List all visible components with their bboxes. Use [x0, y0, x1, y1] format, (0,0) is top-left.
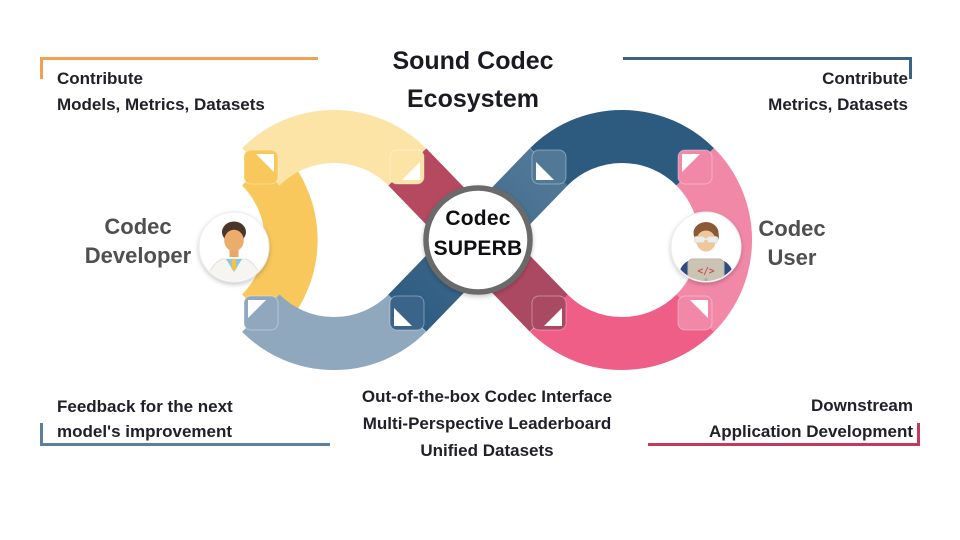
code-glyph: </> [697, 266, 714, 277]
laptop-lid [687, 258, 725, 281]
right-ring-south-arc [530, 293, 714, 371]
arrowhead-icon [682, 154, 700, 172]
arrowhead-icon [536, 162, 554, 180]
right-ring-north-arc [530, 109, 714, 187]
flow-arrow-left-sw [243, 295, 279, 331]
center-badge-circle [423, 185, 533, 295]
center-badge-label: Codec SUPERB [418, 204, 538, 264]
note-line: Contribute [822, 69, 908, 88]
arrowhead-icon [256, 154, 274, 172]
codec-developer-label: Codec Developer [38, 212, 238, 270]
note-superb-offerings: Out-of-the-box Codec Interface Multi-Per… [287, 383, 687, 464]
top-right-callout-line [623, 57, 912, 60]
user-avatar: </> [670, 211, 742, 283]
left-ring-south-arc [242, 293, 426, 371]
developer-label-line-2: Developer [84, 243, 192, 268]
note-line: Out-of-the-box Codec Interface [361, 387, 613, 406]
top-left-callout-line [40, 57, 318, 60]
note-line: Feedback for the next [57, 397, 233, 416]
bottom-left-callout-tick [40, 423, 43, 446]
note-line: model's improvement [57, 422, 233, 441]
left-ring-west-arc [241, 148, 318, 332]
user-label-line-2: User [767, 245, 817, 270]
flow-arrow-right-sw [531, 295, 567, 331]
arrowhead-icon [248, 300, 266, 318]
flow-arrow-right-nw [531, 149, 567, 185]
note-downstream: Downstream Application Development [709, 393, 913, 445]
note-line: Metrics, Datasets [768, 95, 908, 114]
flow-arrow-left-nw [243, 149, 279, 185]
badge-line-2: SUPERB [433, 237, 523, 260]
flow-arrow-right-ne [677, 149, 713, 185]
note-line: Models, Metrics, Datasets [57, 95, 265, 114]
arrowhead-icon [402, 162, 420, 180]
note-line: Downstream [810, 396, 913, 415]
note-line: Application Development [708, 422, 913, 441]
note-contribute-models: Contribute Models, Metrics, Datasets [57, 66, 265, 118]
badge-line-1: Codec [445, 207, 511, 230]
arrowhead-icon [690, 300, 708, 318]
top-left-callout-tick [40, 57, 43, 79]
bottom-right-callout-line [648, 443, 920, 446]
note-feedback: Feedback for the next model's improvemen… [57, 394, 233, 444]
flow-arrow-right-se [677, 295, 713, 331]
title-line-1: Sound Codec [392, 47, 554, 75]
note-line: Unified Datasets [420, 441, 554, 460]
developer-avatar [198, 211, 270, 283]
codec-user-label: Codec User [692, 214, 892, 272]
user-label-line-1: Codec [758, 216, 826, 241]
bottom-right-callout-tick [917, 423, 920, 446]
arrowhead-icon [544, 308, 562, 326]
left-ring-north-arc [242, 109, 426, 187]
bottom-left-callout-line [40, 443, 330, 446]
top-right-callout-tick [909, 57, 912, 79]
flow-arrow-left-ne [389, 149, 425, 185]
note-line: Contribute [57, 69, 143, 88]
note-contribute-metrics: Contribute Metrics, Datasets [768, 66, 908, 118]
title-line-2: Ecosystem [406, 85, 540, 113]
note-line: Multi-Perspective Leaderboard [362, 414, 612, 433]
flow-arrow-left-se [389, 295, 425, 331]
developer-label-line-1: Codec [104, 214, 172, 239]
arrowhead-icon [394, 308, 412, 326]
page-title: Sound Codec Ecosystem [273, 42, 673, 118]
